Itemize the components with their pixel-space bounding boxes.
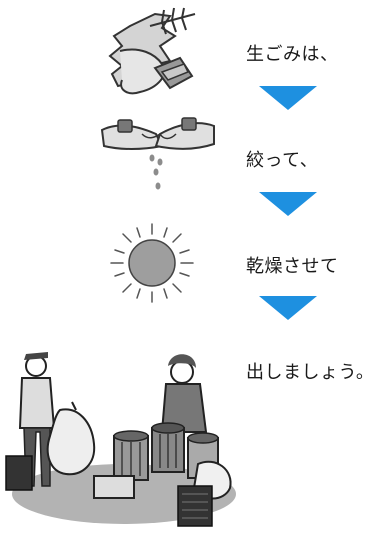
hands-wringing-icon [100, 117, 215, 190]
arrow-down-icon [259, 192, 317, 216]
arrow-down-icon [259, 296, 317, 320]
step-text-2: 絞って、 [246, 150, 319, 171]
garbage-collection-icon [5, 352, 236, 527]
sun-icon [110, 223, 194, 303]
fish-bones-trash-icon [108, 7, 196, 95]
step-text-4: 出しましょう。 [246, 362, 375, 383]
step-text-1: 生ごみは、 [246, 44, 339, 65]
step-text-3: 乾燥させて [246, 256, 339, 277]
arrow-down-icon [259, 86, 317, 110]
